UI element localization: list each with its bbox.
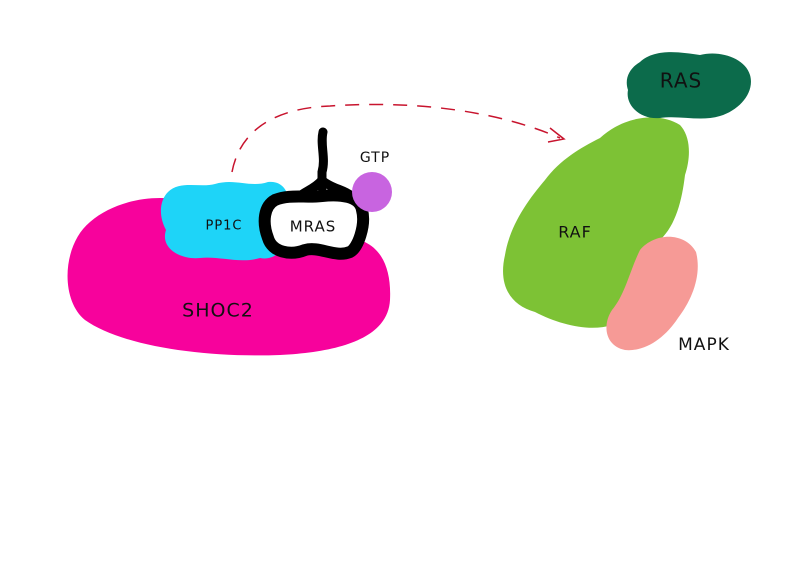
translocation-arrow — [231, 103, 561, 173]
raf-label: RAF — [558, 223, 592, 242]
gtp-molecule — [352, 172, 392, 212]
mras-protein — [258, 189, 369, 260]
ras-protein — [626, 52, 751, 119]
pp1c-protein — [160, 181, 290, 261]
mapk-protein — [606, 236, 698, 351]
mapk-label: MAPK — [678, 335, 730, 355]
mras-stalk — [295, 127, 355, 201]
raf-protein — [503, 117, 689, 328]
pp1c-label: PP1C — [205, 219, 242, 234]
shoc2-label: SHOC2 — [182, 300, 254, 322]
gtp-label: GTP — [360, 150, 390, 166]
arrow-head-icon — [547, 127, 566, 143]
ras-label: RAS — [660, 69, 702, 93]
mras-label: MRAS — [290, 218, 337, 236]
